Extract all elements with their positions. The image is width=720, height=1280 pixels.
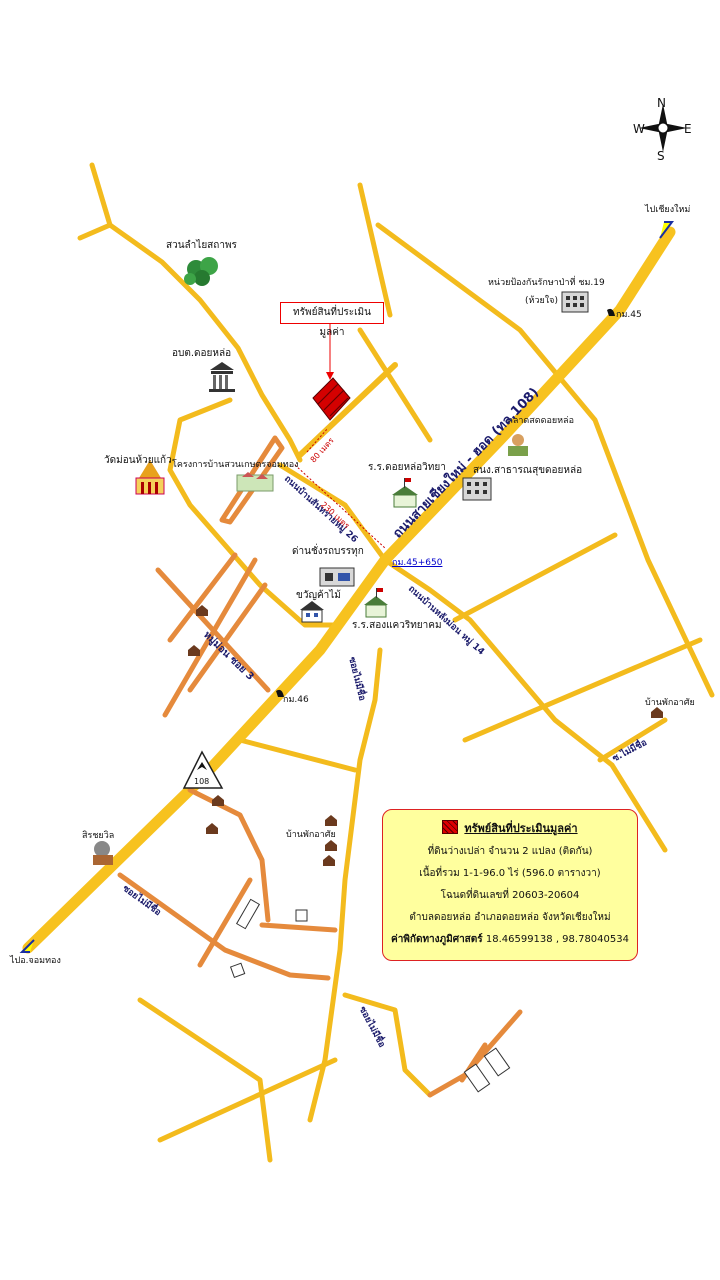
label-wood: ขวัญค้าไม้ <box>296 590 341 601</box>
label-school1: ร.ร.ดอยหล่อวิทยา <box>368 462 446 473</box>
legend-line3: โฉนดที่ดินเลขที่ 20603-20604 <box>440 890 580 901</box>
government-building-icon <box>209 362 235 392</box>
local-roads <box>117 435 523 1098</box>
km-45-650-link[interactable]: กม.45+650 <box>392 558 443 568</box>
forest-unit-building-icon <box>561 291 589 313</box>
compass-n: N <box>657 96 666 110</box>
label-tao: อบต.ดอยหล่อ <box>172 348 232 359</box>
label-forest2: (ห้วยใจ) <box>525 296 558 306</box>
housing-project-icon <box>236 472 274 492</box>
temple-icon <box>135 460 165 495</box>
legend-coord-label: ค่าพิกัดทางภูมิศาสตร์ <box>391 934 483 945</box>
direction-arrows <box>19 221 674 953</box>
label-km46: กม.46 <box>283 695 309 705</box>
legend-line1: ที่ดินว่างเปล่า จำนวน 2 แปลง (ติดกัน) <box>427 846 593 857</box>
label-park: สวนลำไยสถาพร <box>166 240 237 251</box>
label-market: ตลาดสดดอยหล่อ <box>507 416 574 426</box>
resort-icon <box>93 841 113 865</box>
park-icon <box>184 257 218 286</box>
legend-line2: เนื้อที่รวม 1-1-96.0 ไร่ (596.0 ตารางวา) <box>419 868 601 879</box>
secondary-roads <box>77 162 715 1163</box>
compass-e: E <box>684 122 692 136</box>
house-icons <box>188 605 663 866</box>
label-school2: ร.ร.สองแควริทยาคม <box>352 620 442 631</box>
school-icon <box>392 478 418 508</box>
label-health: สนง.สาธารณสุขดอยหล่อ <box>473 465 583 476</box>
compass-rose <box>639 104 687 152</box>
label-forest: หน่วยป้องกันรักษาป่าที่ ชม.19 <box>488 278 605 288</box>
label-to-jomthong: ไปอ.จอมทอง <box>10 956 61 966</box>
label-village1: บ้านพักอาศัย <box>645 698 695 708</box>
label-housing: โครงการบ้านสวนเกษตรจอมทอง <box>172 460 299 470</box>
office-building-icon <box>462 477 492 501</box>
school-icon-2 <box>364 588 388 618</box>
route-shield-108 <box>182 750 224 789</box>
shop-house-icon <box>300 601 324 623</box>
plot-markers <box>229 898 511 1093</box>
legend-line4: ตำบลดอยหล่อ อำเภอดอยหล่อ จังหวัดเชียงใหม… <box>409 912 611 923</box>
weigh-station-icon <box>319 567 355 587</box>
label-to-chiangmai: ไปเชียงใหม่ <box>645 205 691 215</box>
compass-s: S <box>657 149 665 163</box>
label-village2: บ้านพักอาศัย <box>286 830 336 840</box>
km-marker-icon <box>276 308 615 697</box>
label-sirichai: สิรชยวิล <box>82 831 115 841</box>
label-km45: กม.45 <box>616 310 642 320</box>
legend-title: ทรัพย์สินที่ประเมินมูลค่า <box>464 822 578 835</box>
label-truck: ด่านชั่งรถบรรทุก <box>292 546 364 557</box>
label-temple: วัดม่อนห้วยแก้ว <box>104 455 172 466</box>
legend-coords: 18.46599138 , 98.78040534 <box>485 934 629 945</box>
market-icon <box>508 434 528 456</box>
property-parcel <box>312 377 351 421</box>
route-number: 108 <box>194 777 210 786</box>
property-legend: ทรัพย์สินที่ประเมินมูลค่า ที่ดินว่างเปล่… <box>382 809 638 961</box>
compass-w: W <box>633 122 645 136</box>
property-callout: ทรัพย์สินที่ประเมินมูลค่า <box>280 302 384 338</box>
property-swatch-icon <box>442 820 459 834</box>
